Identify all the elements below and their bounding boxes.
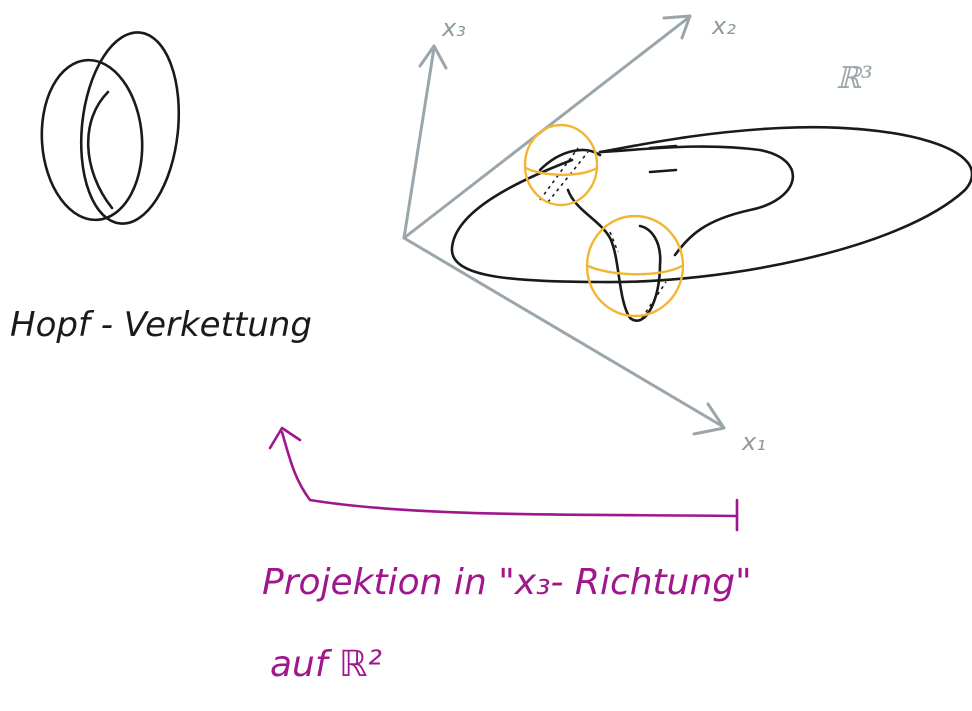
dotted-guides (539, 147, 667, 319)
linked-curves-3d (450, 125, 972, 322)
hopf-link-label: Hopf - Verkettung (10, 305, 312, 345)
x1-axis-label: x₁ (741, 428, 766, 456)
x1-axis (402, 236, 724, 428)
x3-axis (402, 46, 436, 240)
projection-text-line1: Projektion in "x₃- Richtung" (262, 562, 752, 603)
x2-arrowhead (662, 14, 692, 40)
upper-sphere (523, 123, 599, 207)
projection-arrow (268, 426, 739, 532)
projection-arrowhead (268, 426, 302, 450)
hopf-link-sketch (40, 31, 181, 225)
x2-axis-label: x₂ (711, 12, 736, 40)
highlight-spheres (523, 123, 685, 318)
x3-arrowhead (418, 44, 448, 70)
lower-sphere (585, 214, 685, 318)
x1-arrowhead (692, 402, 726, 436)
projection-text-line2: auf ℝ² (270, 644, 382, 685)
x3-axis-label: x₃ (441, 14, 466, 42)
r3-label: ℝ³ (836, 61, 873, 96)
coordinate-axes (402, 14, 726, 436)
